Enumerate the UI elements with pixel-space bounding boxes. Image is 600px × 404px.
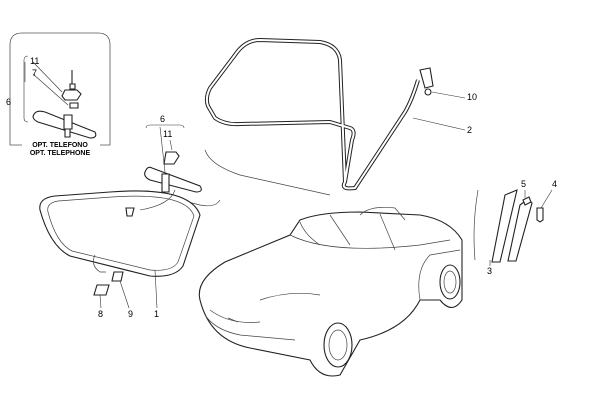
callout-4: 4 xyxy=(552,179,558,189)
inset-frame xyxy=(9,32,111,146)
rear-view-mirror xyxy=(134,124,221,207)
callout-inset-6: 6 xyxy=(6,97,12,107)
car xyxy=(198,206,463,377)
callout-2: 2 xyxy=(467,125,473,135)
pillar-trim xyxy=(473,189,553,266)
door-seal xyxy=(204,37,466,196)
windscreen xyxy=(39,189,201,309)
callout-11: 11 xyxy=(163,129,173,139)
callout-9: 9 xyxy=(128,309,134,319)
inset-title-line2: OPT. TELEPHONE xyxy=(29,150,91,157)
callout-inset-11: 11 xyxy=(30,56,40,66)
callout-8: 8 xyxy=(98,309,104,319)
callout-6: 6 xyxy=(160,114,166,124)
callout-3: 3 xyxy=(487,266,493,276)
inset-title-line1: OPT. TELEFONO xyxy=(32,142,88,149)
callout-5: 5 xyxy=(521,179,527,189)
callout-1: 1 xyxy=(154,309,160,319)
inset-title: OPT. TELEFONO OPT. TELEPHONE xyxy=(10,142,110,158)
callout-inset-7: 7 xyxy=(32,68,38,78)
callout-10: 10 xyxy=(467,92,478,102)
inset-mirror xyxy=(23,55,97,139)
